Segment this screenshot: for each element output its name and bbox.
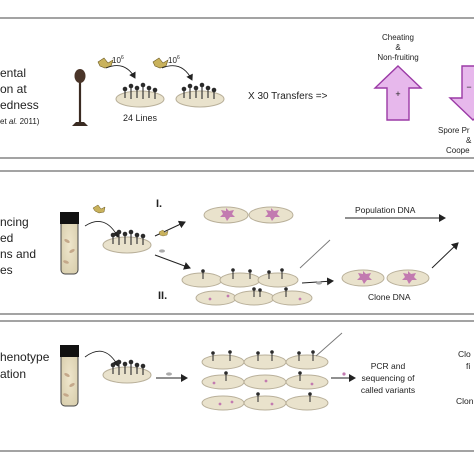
spore-dot [159,249,165,253]
spore-icon-p2 [92,204,106,214]
petri-dish-p3-source [102,359,152,384]
petri-dish-source [102,229,152,254]
pcr-line-2: sequencing of [362,373,416,383]
clone-dot-p3 [342,372,346,376]
culture-tube-icon-2 [60,345,79,407]
down-label-1: Spore Pr [438,126,470,135]
right-label-3: Clon [456,396,474,406]
arrow-to-dish-1 [105,65,136,79]
panel-3-right-labels: Clo fi Clon [456,349,474,406]
arrow-to-dish-2 [161,65,193,81]
panel-2-frame [0,170,474,315]
right-label-2: fi [466,361,470,371]
panel-1-title: ental on at edness et al. 2011) [0,66,40,126]
citation-prefix: et [0,117,7,126]
count-a: 10 [112,56,121,65]
down-sign: − [466,82,471,92]
spore-dot-p3 [166,372,172,376]
panel-2-title-line-1: ncing [0,215,29,229]
petri-dish-2 [175,82,225,108]
population-dna-label: Population DNA [355,205,416,215]
right-label-1: Clo [458,349,471,359]
arrow-tube-to-dish [84,221,119,238]
clone-dish-1 [341,269,385,287]
culture-tube-icon-1 [60,212,79,275]
down-label-3: Coope [446,146,470,155]
clone-dish-2 [386,269,430,287]
up-label-1: Cheating [382,33,414,42]
panel-3-title-line-1: henotype [0,350,50,364]
spore-swarm-icon-2: 10 6 [152,55,180,69]
panel-2-title-line-2: ed [0,231,13,245]
citation: et al. 2011) [0,117,40,126]
panel-2-title: ncing ed ns and es [0,215,36,277]
panel-1-frame [0,17,474,159]
panel-1-title-line-2: on at [0,82,27,96]
count-b-exp: 6 [177,55,180,61]
up-label-3: Non-fruiting [377,53,418,62]
pick-needle-1 [299,239,331,269]
panel-2-title-line-4: es [0,263,13,277]
count-b: 10 [168,56,177,65]
panel-3-title-line-2: ation [0,367,26,381]
up-sign: + [395,89,400,99]
fruiting-body-icon [72,69,88,126]
down-label-2: & [466,136,472,145]
transfers-label: X 30 Transfers => [248,91,328,102]
population-dish-1 [203,206,249,224]
lines-label: 24 Lines [123,113,158,123]
clone-dna-label: Clone DNA [368,292,411,302]
spore-icon-small [158,229,169,237]
roman-II: II. [158,290,167,302]
spore-swarm-icon-1: 10 6 [97,55,124,69]
population-dish-2 [248,206,294,224]
count-a-exp: 6 [121,55,124,61]
arrow-tube-to-dish-p3 [84,350,119,367]
panel-1-title-line-3: edness [0,98,39,112]
pick-needle-2 [315,332,343,357]
clone-dot [316,281,322,285]
up-label-2: & [395,43,401,52]
arrow-route-II [154,254,191,270]
panel-3-frame [0,320,474,452]
pcr-label: PCR and sequencing of called variants [361,361,415,395]
up-arrow-cheating: Cheating & Non-fruiting + [373,33,423,121]
clone-dishes-row-2 [195,287,313,306]
down-arrow-spore-production: − Spore Pr & Coope [438,65,474,155]
panel-2-title-line-3: ns and [0,247,36,261]
pcr-line-1: PCR and [371,361,406,371]
citation-year: 2011) [20,117,40,126]
fruiting-bodies-cluster-1 [124,86,156,99]
pcr-line-3: called variants [361,385,415,395]
arrow-clone-up [431,242,459,269]
panel-1-title-line-1: ental [0,66,26,80]
roman-I: I. [156,198,162,210]
citation-italic: al. [9,117,17,126]
panel-3-title: henotype ation [0,350,50,381]
clone-grid [201,350,329,411]
petri-dish-1 [115,82,165,108]
clone-dishes-row-1 [181,268,299,288]
